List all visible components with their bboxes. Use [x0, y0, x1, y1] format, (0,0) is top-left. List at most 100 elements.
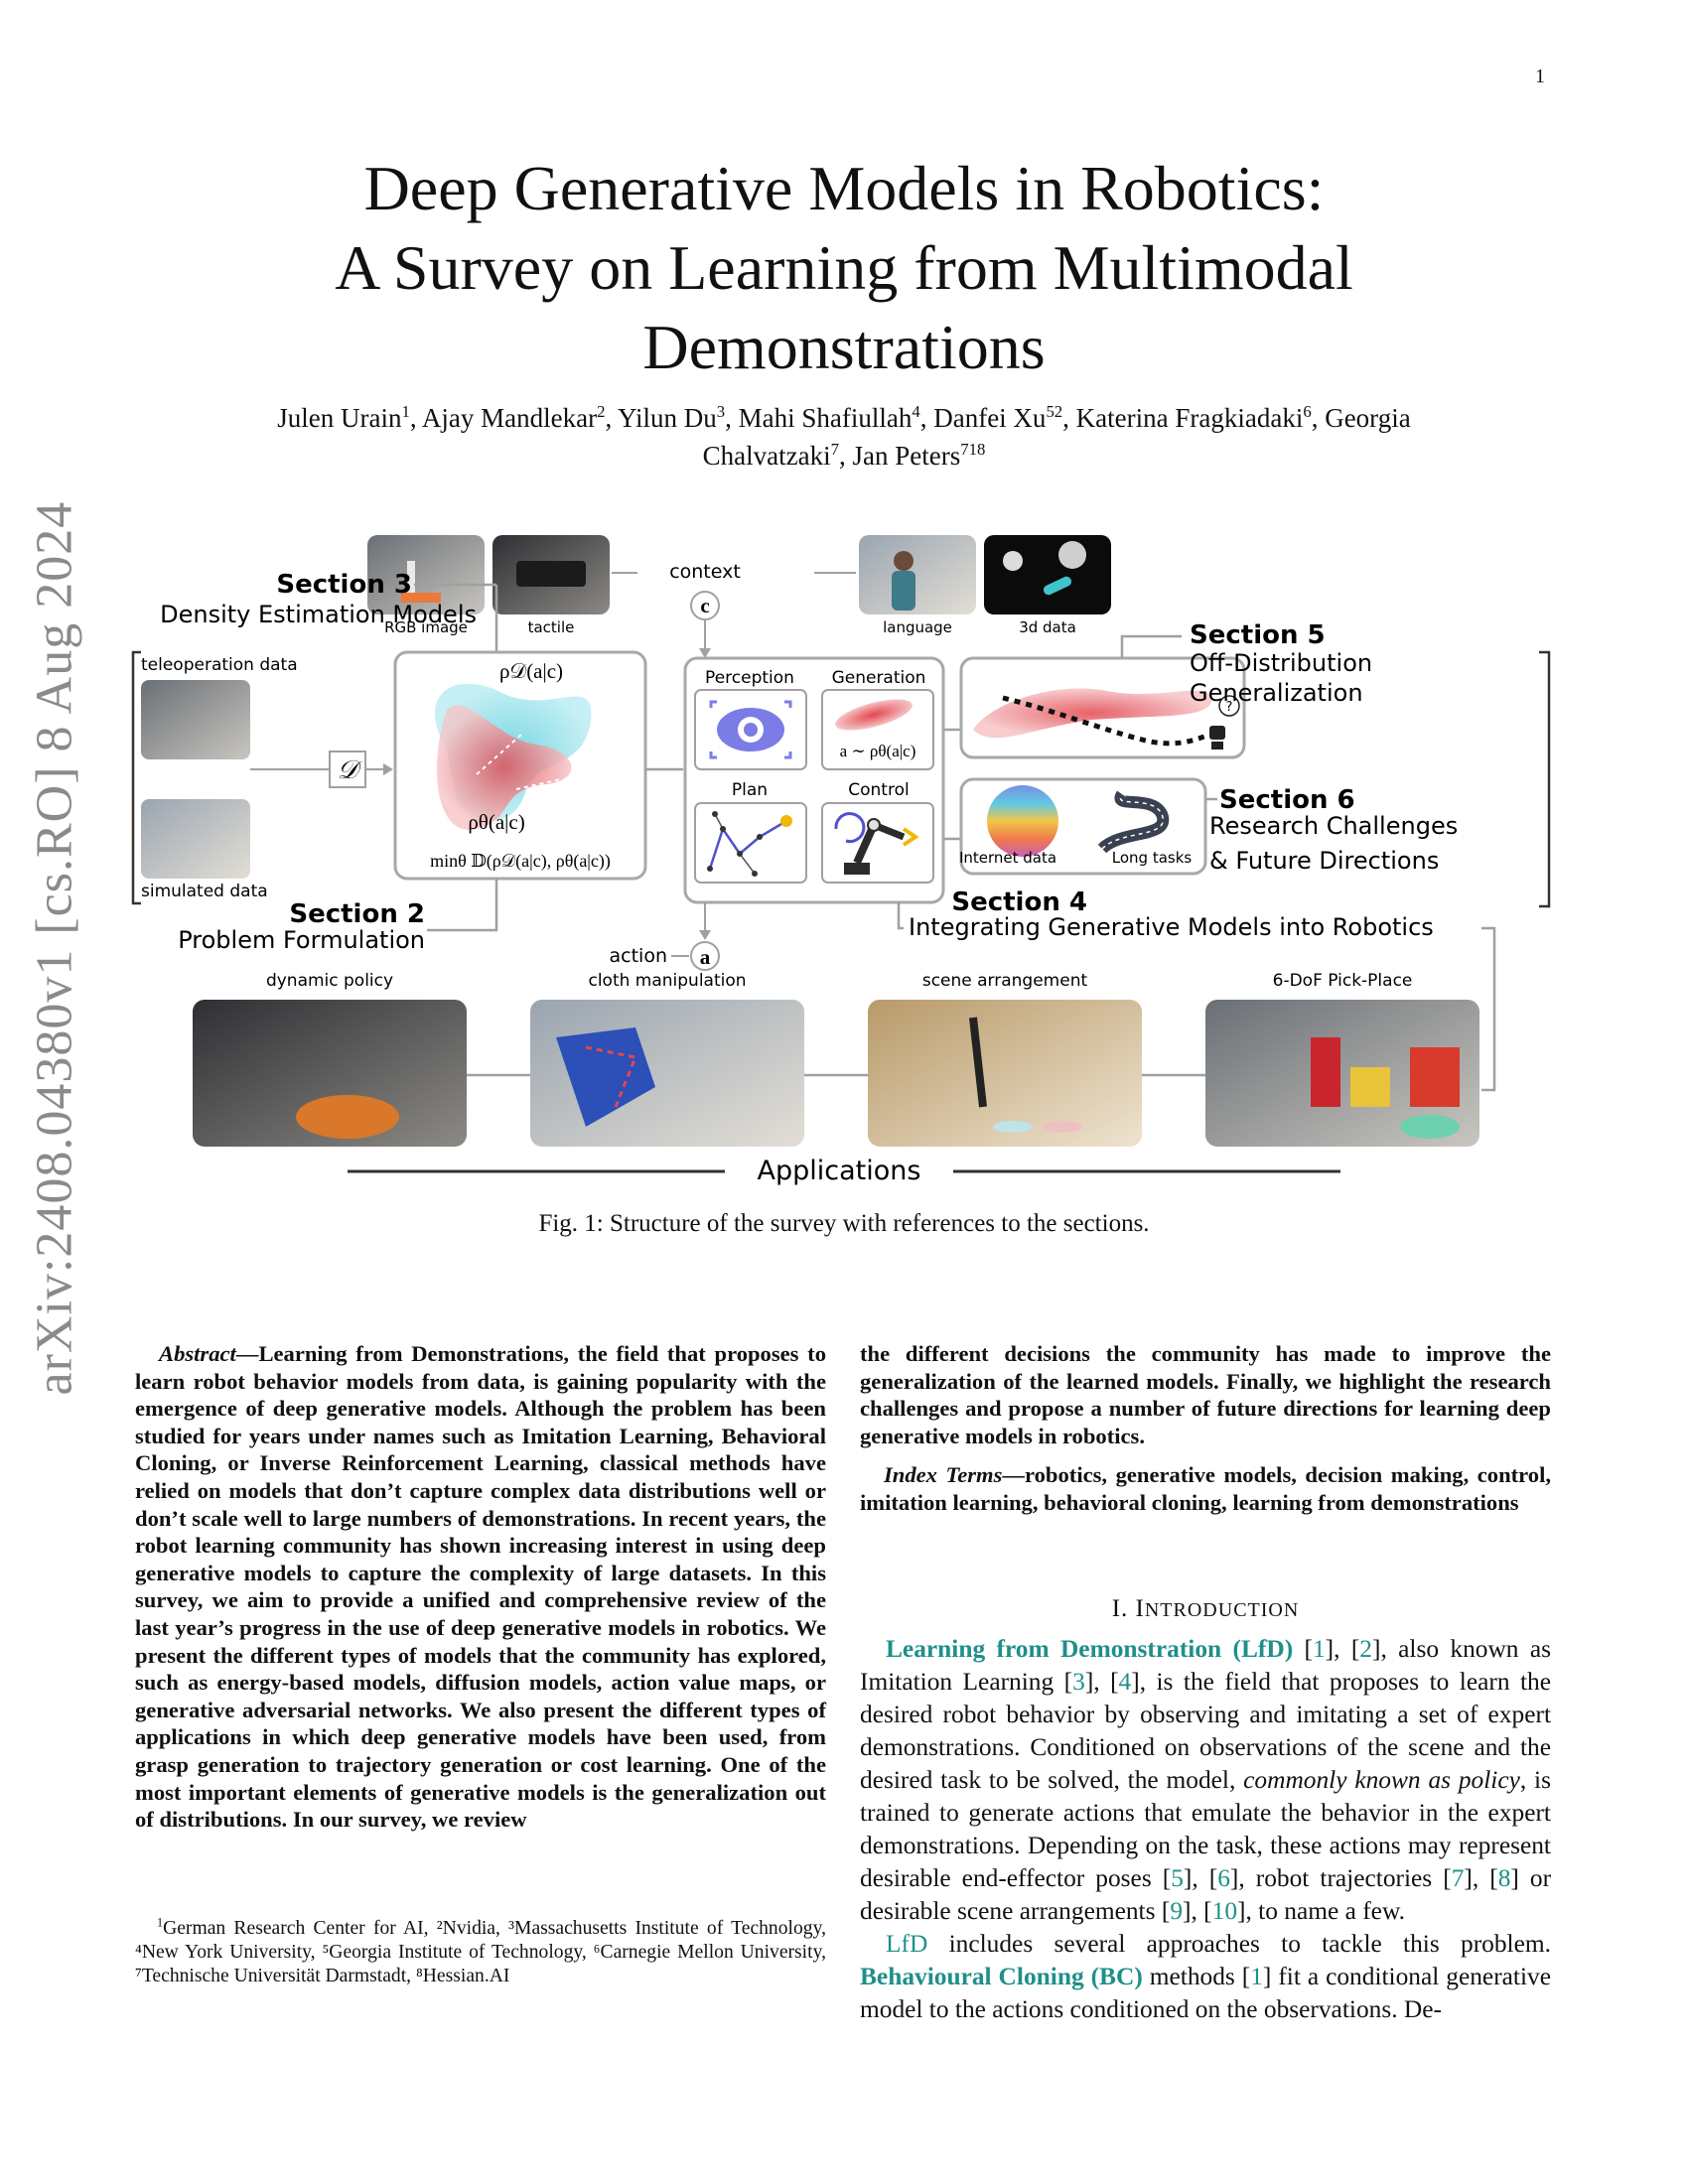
bc-link[interactable]: Behavioural Cloning (BC) — [860, 1963, 1143, 1990]
section5-subtitle-1: Off-Distribution — [1190, 649, 1372, 677]
author: Danfei Xu — [933, 403, 1047, 433]
generation-formula: a ∼ ρθ(a|c) — [840, 742, 916, 760]
intro-text: to name a few. — [1258, 1897, 1405, 1925]
citation-link[interactable]: 8 — [1497, 1864, 1511, 1892]
author: Yilun Du — [617, 403, 717, 433]
introduction-body: Learning from Demonstration (LfD) [1], [… — [860, 1633, 1551, 2026]
long-tasks-label: Long tasks — [1112, 849, 1193, 867]
intro-text: is the field that proposes to learn the … — [860, 1668, 1552, 1794]
author: Julen Urain — [277, 403, 402, 433]
citation-link[interactable]: 2 — [1359, 1635, 1372, 1663]
intro-text: is trained to generate actions that emul… — [860, 1766, 1551, 1892]
lfd-link[interactable]: LfD — [886, 1930, 928, 1958]
input-tactile-label: tactile — [528, 618, 575, 636]
section4-title: Section 4 — [951, 887, 1087, 917]
affiliation-sup: 4 — [912, 402, 920, 421]
section-rest: NTRODUCTION — [1144, 1599, 1300, 1621]
trajectory-blob — [973, 688, 1211, 739]
input-rgb-label: RGB image — [384, 618, 468, 636]
citation-link[interactable]: 10 — [1211, 1897, 1238, 1925]
intro-text: or desirable scene arrangements — [860, 1864, 1552, 1925]
graph-plan-icon — [707, 811, 792, 877]
applications-label: Applications — [758, 1156, 921, 1186]
arxiv-stamp: arXiv:2408.04380v1 [cs.RO] 8 Aug 2024 — [26, 500, 83, 1396]
citation-link[interactable]: 1 — [1312, 1635, 1326, 1663]
title-line-1: Deep Generative Models in Robotics: — [363, 153, 1325, 223]
intro-italic: commonly known as policy — [1243, 1766, 1520, 1794]
index-terms: Index Terms—robotics, generative models,… — [860, 1461, 1551, 1516]
input-tactile: tactile — [492, 535, 610, 636]
author: Chalvatzaki — [702, 441, 831, 471]
app-pick-place-photo — [1205, 1000, 1479, 1147]
action-label: action — [610, 945, 667, 967]
context-arrow-head — [699, 648, 711, 658]
section6-subtitle-1: Research Challenges — [1209, 812, 1458, 840]
section5-subtitle-2: Generalization — [1190, 679, 1363, 707]
citation-link[interactable]: 1 — [1250, 1963, 1263, 1990]
app-cloth-manipulation-label: cloth manipulation — [588, 971, 746, 991]
title-line-2: A Survey on Learning from Multimodal — [335, 232, 1353, 303]
context-symbol: c — [700, 594, 709, 617]
citation-link[interactable]: 9 — [1170, 1897, 1184, 1925]
affiliation-sup: 6 — [1303, 402, 1312, 421]
app-scene-arrangement-photo — [868, 1000, 1142, 1147]
intro-text: also known as Imitation Learning — [860, 1635, 1552, 1696]
author: Mahi Shafiullah — [738, 403, 913, 433]
input-3d-data: 3d data — [984, 535, 1111, 636]
robot-arm-icon — [834, 812, 919, 875]
action-symbol: a — [700, 945, 711, 969]
citation-link[interactable]: 3 — [1072, 1668, 1085, 1696]
ood-trajectory — [1002, 695, 1207, 747]
robot-icon: ? — [1209, 695, 1240, 750]
affiliation-sup: 7 — [830, 440, 839, 459]
index-terms-label: Index Terms — [884, 1462, 1003, 1487]
affiliation-sup: 52 — [1046, 402, 1063, 421]
control-tile — [821, 802, 934, 884]
figure-caption: Fig. 1: Structure of the survey with ref… — [538, 1210, 1150, 1237]
citation-link[interactable]: 4 — [1118, 1668, 1132, 1696]
affiliations-footnote: 1German Research Center for AI, ²Nvidia,… — [135, 1915, 826, 1988]
generation-label: Generation — [832, 668, 926, 688]
abstract-left-column: Abstract—Learning from Demonstrations, t… — [135, 1340, 826, 1834]
section-initial: I — [1135, 1595, 1145, 1622]
context-label: context — [669, 561, 741, 583]
affiliation-sup: 2 — [597, 402, 606, 421]
citation-link[interactable]: 5 — [1171, 1864, 1184, 1892]
data-bracket — [131, 650, 141, 905]
abstract-text: —Learning from Demonstrations, the field… — [135, 1341, 826, 1833]
internet-data-icon — [987, 785, 1058, 857]
citation-link[interactable]: 7 — [1451, 1864, 1465, 1892]
survey-structure-figure: RGB image tactile language 3d data conte… — [131, 535, 1551, 1186]
citation-link[interactable]: 6 — [1217, 1864, 1230, 1892]
intro-text: fit a conditional generative model to th… — [860, 1963, 1552, 2023]
generation-blob — [835, 699, 913, 731]
objective-formula: minθ 𝔻(ρ𝒟(a|c), ρθ(a|c)) — [430, 851, 611, 872]
section4-subtitle: Integrating Generative Models into Robot… — [909, 913, 1434, 941]
intro-paragraph-2: LfD includes several approaches to tackl… — [860, 1930, 1552, 2023]
author: Katerina Fragkiadaki — [1075, 403, 1304, 433]
author: Jan Peters — [852, 441, 961, 471]
intro-paragraph-1: Learning from Demonstration (LfD) [1], [… — [860, 1635, 1552, 1925]
density-true-label: ρ𝒟(a|c) — [499, 659, 563, 683]
internet-data-label: Internet data — [959, 849, 1056, 867]
affiliation-sup: 718 — [960, 440, 986, 459]
simulated-photo — [141, 799, 250, 879]
section6-subtitle-2: & Future Directions — [1209, 847, 1439, 875]
section5-title: Section 5 — [1190, 620, 1326, 650]
section-heading-introduction: I. INTRODUCTION — [860, 1595, 1551, 1623]
control-label: Control — [848, 780, 909, 800]
section2-subtitle: Problem Formulation — [178, 926, 425, 954]
page-number: 1 — [1535, 66, 1545, 87]
footnote-sup: 1 — [157, 1915, 164, 1930]
app-pick-place-label: 6-DoF Pick-Place — [1273, 971, 1413, 991]
plan-tile — [694, 802, 807, 884]
teleoperation-photo — [141, 680, 250, 759]
affiliation-sup: 3 — [716, 402, 726, 421]
input-language: language — [859, 535, 976, 636]
section3-subtitle: Density Estimation Models — [160, 601, 477, 628]
app-dynamic-policy-photo — [193, 1000, 467, 1147]
simulated-label: simulated data — [141, 882, 268, 901]
index-terms-text: —robotics, generative models, decision m… — [860, 1462, 1552, 1515]
lfd-link[interactable]: Learning from Demonstration (LfD) — [886, 1635, 1294, 1663]
perception-label: Perception — [705, 668, 794, 688]
